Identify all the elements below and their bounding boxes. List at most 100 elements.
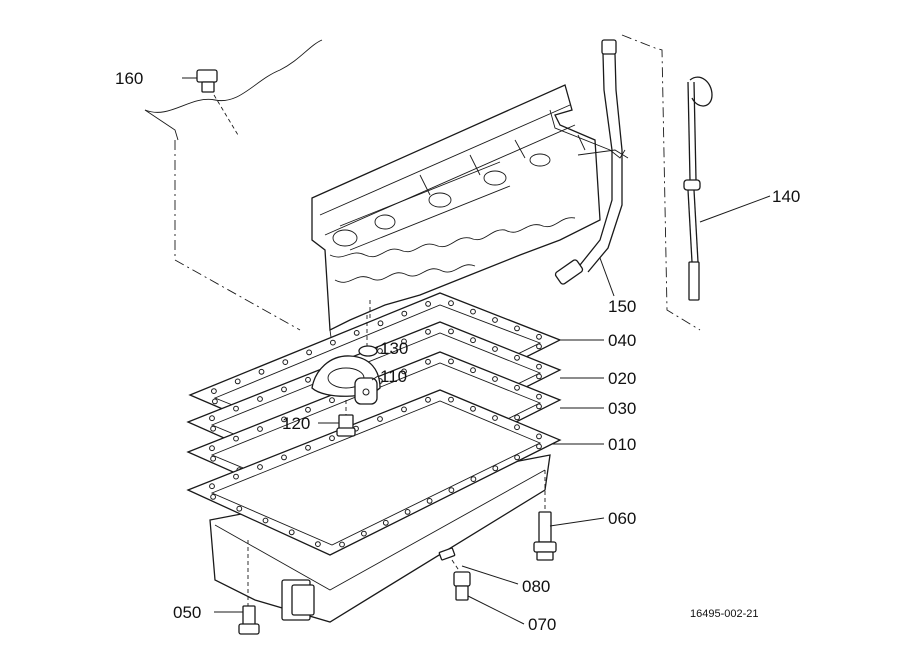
bolt-hole (514, 454, 520, 461)
bolt-hole (209, 415, 215, 422)
callout-050: 050 (173, 603, 201, 622)
leader-lines (182, 77, 771, 625)
bolt-hole (514, 354, 520, 361)
bolt-hole (514, 414, 520, 421)
bolt-hole (305, 444, 311, 451)
oil-strainer (311, 315, 381, 418)
bolt-hole (401, 368, 407, 375)
bolt-hole (234, 378, 241, 385)
bolt-hole (353, 330, 360, 336)
bolt-hole (448, 396, 454, 403)
bolt-hole (536, 393, 542, 400)
bolt-hole (470, 476, 477, 483)
bolt-hole (448, 487, 455, 494)
bolt-hole (210, 425, 217, 432)
bolt-hole (377, 320, 384, 327)
bolt-hole (281, 416, 287, 423)
bolt-hole (315, 541, 321, 547)
bolt-hole (257, 426, 263, 432)
bolt-hole (329, 397, 335, 404)
callout-110: 110 (380, 367, 407, 386)
bolt-hole (210, 494, 217, 500)
drain-plug (438, 547, 471, 601)
bolt-hole (536, 363, 542, 370)
bolt-hole (262, 517, 269, 524)
callout-130: 130 (380, 339, 408, 358)
callout-150: 150 (608, 297, 636, 316)
callout-010: 010 (608, 435, 636, 454)
reference-code: 16495-002-21 (690, 608, 759, 620)
bolt-hole (306, 349, 313, 356)
engine-block (144, 39, 626, 346)
bolt-hole (470, 337, 476, 344)
bolt-hole (492, 376, 498, 382)
bolt-hole (339, 541, 345, 548)
bolt-hole (209, 445, 215, 452)
bolt-060 (533, 470, 557, 561)
bolt-hole (257, 396, 263, 402)
bolt-hole (426, 498, 433, 504)
callout-070: 070 (528, 615, 556, 634)
plug (196, 69, 239, 136)
callout-040: 040 (608, 331, 636, 350)
bolt-050 (238, 540, 260, 635)
dipstick-reference-line (621, 34, 701, 331)
bolt-hole (305, 406, 311, 413)
bolt-hole (401, 406, 407, 413)
bolt-hole (425, 328, 431, 335)
bolt-hole (211, 388, 217, 395)
bolt-hole (492, 317, 498, 323)
oil-pan-010 (186, 389, 562, 623)
bolt-hole (448, 300, 454, 307)
bolt-hole (536, 443, 542, 450)
bolt-hole (209, 483, 215, 490)
callout-labels: 160 140 150 130 110 040 020 030 120 010 … (115, 69, 800, 634)
bolt-hole (470, 367, 476, 374)
bolt-hole (425, 301, 432, 307)
bolt-hole (404, 509, 411, 515)
bolt-hole (210, 455, 217, 462)
bolt-hole (536, 403, 542, 410)
bolt-hole (536, 373, 542, 380)
bolt-hole (401, 338, 407, 345)
bolt-hole (401, 310, 408, 317)
bolt-hole (492, 465, 499, 472)
bolt-hole (361, 530, 367, 537)
bolt-hole (514, 384, 520, 391)
bolt-hole (281, 386, 287, 393)
bolt-hole (514, 325, 520, 332)
bolt-hole (492, 415, 498, 421)
callout-140: 140 (772, 187, 800, 206)
bolt-hole (492, 346, 498, 352)
bolt-hole (233, 435, 239, 442)
bolt-hole (233, 405, 239, 412)
bolt-hole (233, 473, 239, 480)
dipstick (683, 76, 713, 301)
bolt-hole (377, 416, 383, 422)
bolt-hole (470, 405, 476, 412)
bolt-hole (282, 359, 289, 366)
bolt-hole (536, 433, 542, 440)
bolt-hole (425, 358, 431, 365)
bolt-hole (536, 343, 542, 350)
callout-060: 060 (608, 509, 636, 528)
bolt-hole (288, 529, 295, 536)
bolt-hole (470, 308, 476, 315)
bolt-hole (236, 505, 243, 512)
callout-030: 030 (608, 399, 636, 418)
callout-020: 020 (608, 369, 636, 388)
bolt-hole (382, 519, 389, 526)
bolt-hole (536, 333, 542, 340)
bolt-hole (425, 396, 431, 403)
bolt-hole (258, 368, 265, 375)
callout-160: 160 (115, 69, 143, 88)
bolt-hole (448, 358, 454, 365)
bolt-hole (330, 339, 336, 346)
bolt-hole (257, 464, 263, 470)
bolt-120 (336, 414, 356, 437)
bolt-hole (281, 454, 287, 461)
callout-080: 080 (522, 577, 550, 596)
dipstick-guide-tube (554, 39, 629, 285)
bolt-hole (329, 435, 335, 442)
